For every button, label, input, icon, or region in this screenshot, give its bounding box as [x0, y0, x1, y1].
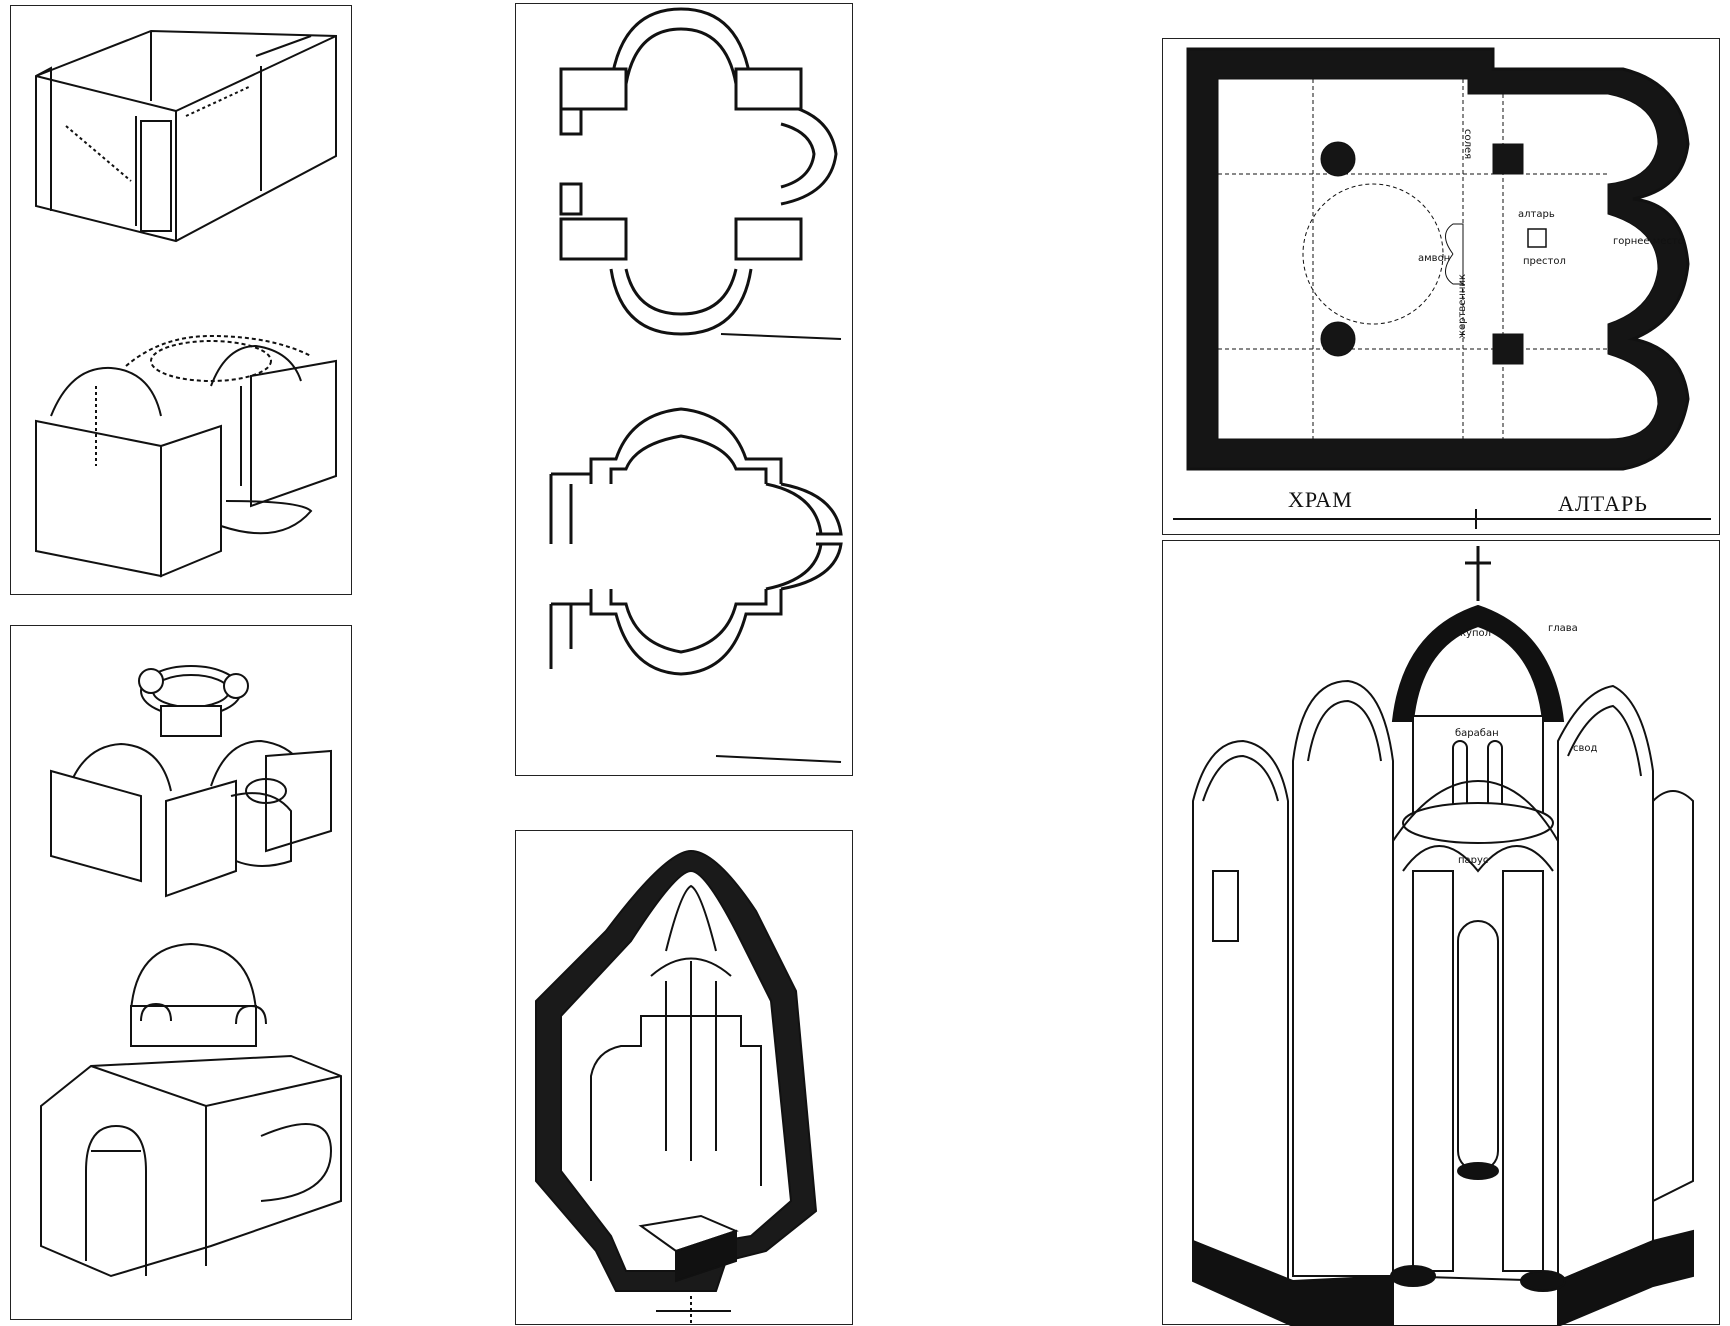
stage-walls-piers [35, 29, 337, 243]
section-label-baraban: барабан [1455, 728, 1499, 739]
section-label-parusa: парус [1458, 855, 1488, 866]
cross-vault-stages-drawing [35, 29, 337, 578]
church-plan-drawing: солея амвон алтарь престол горнее место … [1173, 47, 1711, 529]
section-label-svod: свод [1573, 743, 1598, 754]
cross-icon [1465, 546, 1491, 601]
church-section-drawing: купол глава барабан свод парус [1192, 546, 1694, 1326]
cross-domed-stages-drawing [40, 665, 342, 1278]
panel-cutaway-nave [515, 830, 853, 1326]
quatrefoil-plans-drawing [549, 7, 843, 763]
stage-drum-sails [50, 665, 332, 898]
label-nave: ХРАМ [1288, 487, 1353, 512]
panel-quatrefoil-plans [515, 3, 853, 776]
plan-label-amvon: амвон [1418, 253, 1450, 264]
stage-finished-church [40, 942, 342, 1278]
panel-church-plan: солея амвон алтарь престол горнее место … [1162, 38, 1720, 535]
section-label-kupol: купол [1460, 628, 1491, 639]
plan-label-altar: алтарь [1518, 209, 1555, 220]
plan-tetraconch-a [559, 7, 842, 340]
plan-label-solea: солея [1462, 129, 1473, 159]
panel-church-section: купол глава барабан свод парус [1162, 540, 1720, 1326]
stage-arches [35, 334, 337, 578]
plan-tetraconch-b [549, 407, 843, 763]
panel-cross-vault-construction [10, 5, 352, 595]
cutaway-nave-drawing [535, 849, 818, 1326]
plan-label-gornee: горнее место [1613, 236, 1684, 247]
label-altar: АЛТАРЬ [1558, 491, 1648, 516]
plan-label-prestol: престол [1523, 256, 1566, 267]
panel-cross-domed-construction [10, 625, 352, 1320]
plan-label-zhertvennik: жертвенник [1457, 274, 1468, 339]
section-label-glava: глава [1548, 623, 1578, 634]
